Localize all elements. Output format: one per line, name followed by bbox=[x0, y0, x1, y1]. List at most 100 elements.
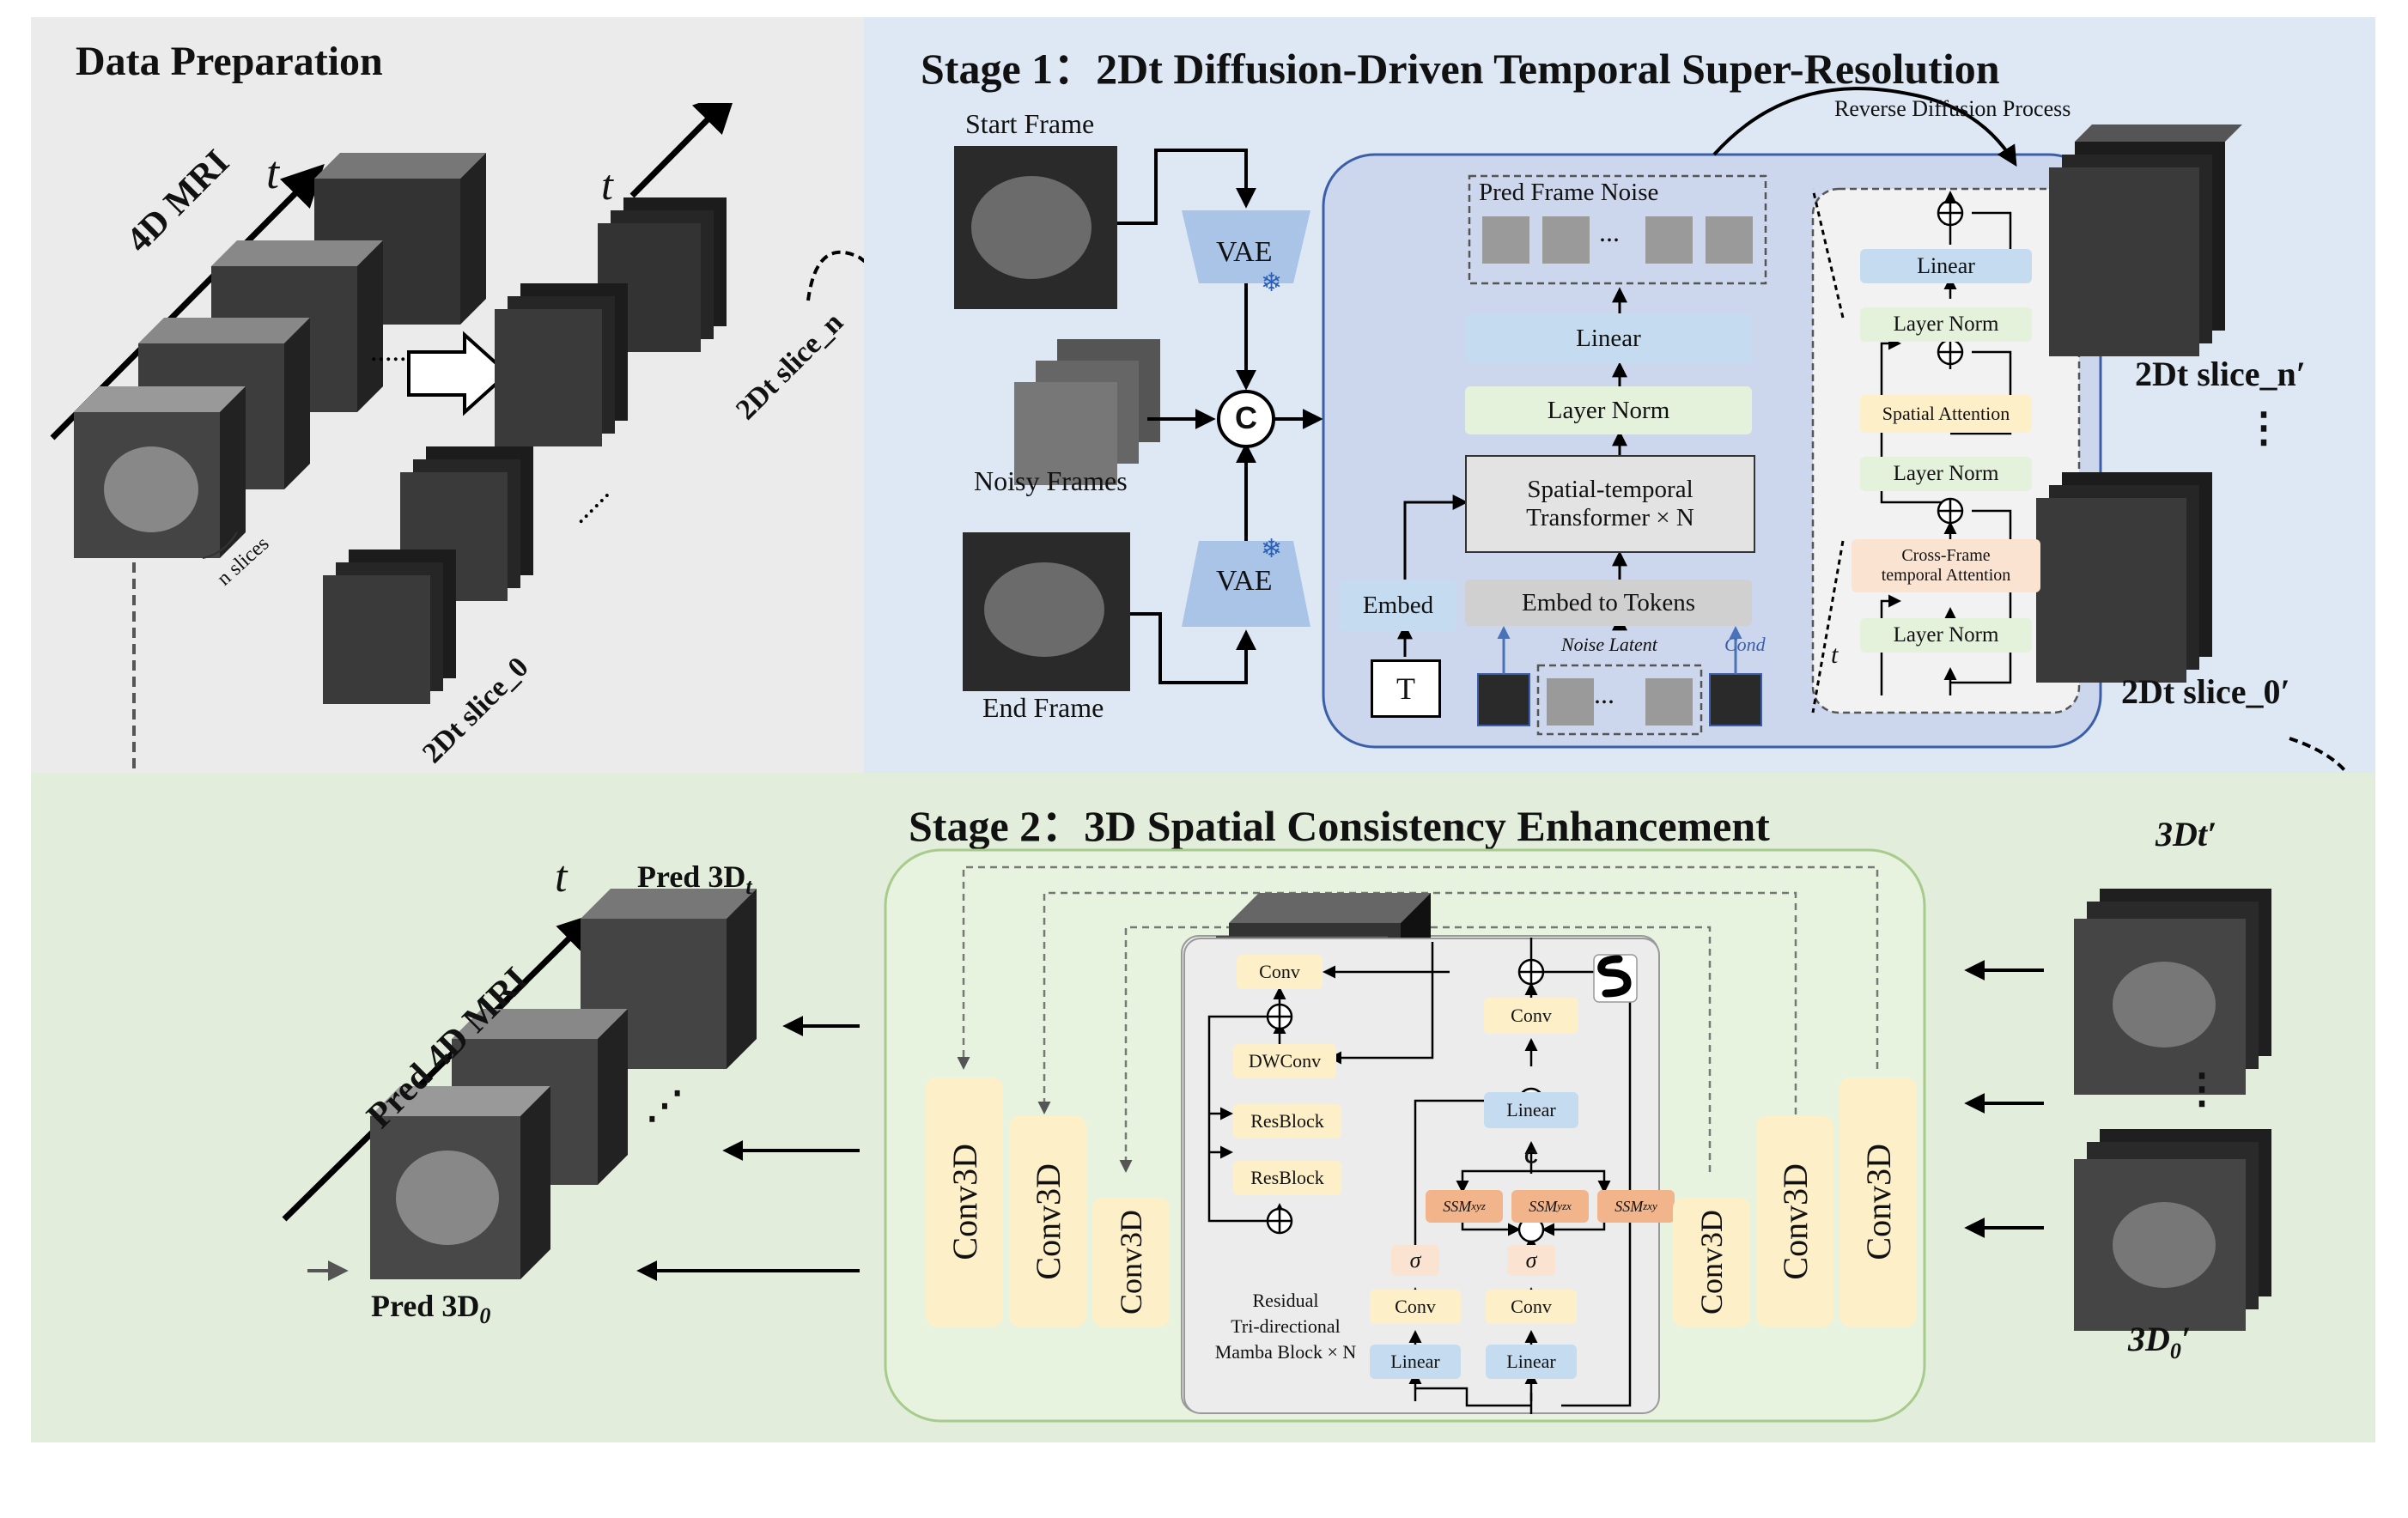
pred-cube-dots: ⋰ bbox=[646, 1084, 684, 1126]
conv3d-left-3-label: Conv3D bbox=[1114, 1209, 1148, 1315]
output-slice-stack-n bbox=[2049, 124, 2242, 356]
output-slice-n-label: 2Dt slice_n′ bbox=[2135, 355, 2307, 393]
pred-cube-0 bbox=[370, 1086, 550, 1279]
cross-attn-line1: Cross-Frame bbox=[1901, 546, 1991, 565]
stage2-input-overlay bbox=[1964, 960, 2044, 1238]
stage1-title: Stage 1：2Dt Diffusion-Driven Temporal Su… bbox=[921, 45, 2000, 93]
input-3d0-label: 3D0′ bbox=[2128, 1319, 2191, 1364]
input-3d0-sub: 0 bbox=[2169, 1339, 2181, 1363]
transform-arrow bbox=[407, 331, 510, 416]
concat-label: C bbox=[1235, 400, 1257, 435]
output-slice-0-label: 2Dt slice_0′ bbox=[2121, 672, 2290, 711]
mamba-sigma-a: σ bbox=[1391, 1245, 1439, 1276]
mamba-linear-right: Linear bbox=[1484, 1092, 1578, 1128]
input-3d0-text: 3D bbox=[2128, 1320, 2170, 1358]
transformer-line1: Spatial-temporal bbox=[1527, 476, 1694, 503]
mamba-resblock2: ResBlock bbox=[1233, 1161, 1341, 1195]
mamba-caption-line3: Mamba Block × N bbox=[1214, 1341, 1357, 1363]
mamba-conv-a: Conv bbox=[1370, 1290, 1461, 1324]
detail-ln3-box: Layer Norm bbox=[1860, 618, 2032, 653]
timestep-t-box: T bbox=[1371, 659, 1441, 718]
pred-3dt-text: Pred 3D bbox=[637, 859, 746, 894]
pred-3d0-sub: 0 bbox=[479, 1303, 491, 1329]
pred-3d0-label: Pred 3D0 bbox=[371, 1288, 490, 1329]
pred-t-label: t bbox=[555, 853, 568, 902]
dashed-feedback-line bbox=[132, 562, 136, 773]
vae-encoder-bottom bbox=[1182, 541, 1310, 627]
t-label-prep: t bbox=[266, 147, 280, 198]
detail-ln2-box: Layer Norm bbox=[1860, 457, 2032, 491]
detail-spatial-attn-box: Spatial Attention bbox=[1860, 395, 2032, 433]
t-label-slices: t bbox=[601, 161, 613, 209]
embed-box: Embed bbox=[1340, 580, 1456, 631]
mamba-concat-label: C bbox=[1524, 1146, 1538, 1168]
slice-dots: ...... bbox=[562, 477, 615, 530]
detail-ln1-box: Layer Norm bbox=[1860, 307, 2032, 342]
reverse-diffusion-label: Reverse Diffusion Process bbox=[1834, 96, 2071, 121]
conv3d-right-1: Conv3D bbox=[1839, 1078, 1917, 1327]
ssm-xyz-sub: xyz bbox=[1471, 1199, 1486, 1212]
mamba-caption: Residual Tri-directional Mamba Block × N bbox=[1195, 1288, 1376, 1365]
conv3d-right-2: Conv3D bbox=[1756, 1116, 1833, 1327]
pred-3d0-text: Pred 3D bbox=[371, 1289, 480, 1323]
detail-linear-box: Linear bbox=[1860, 249, 2032, 283]
mri-cube-3 bbox=[314, 153, 486, 325]
input-cube-3dt-visual bbox=[2074, 889, 2289, 1103]
conv3d-right-2-label: Conv3D bbox=[1775, 1163, 1815, 1280]
data-prep-graphic: ...... ...... bbox=[50, 103, 864, 773]
conv3d-right-3: Conv3D bbox=[1673, 1198, 1750, 1327]
slice-time-arrow bbox=[629, 103, 737, 198]
input-cube-3d0-visual bbox=[2074, 1129, 2289, 1335]
mamba-conv-right: Conv bbox=[1484, 998, 1578, 1034]
conv3d-left-1-label: Conv3D bbox=[945, 1144, 984, 1260]
output-slice-stack-0 bbox=[2036, 472, 2212, 683]
dashed-arrow-to-stage2 bbox=[2289, 737, 2350, 773]
conv3d-right-1-label: Conv3D bbox=[1858, 1144, 1898, 1260]
pred-noise-ellipsis: ... bbox=[1599, 216, 1620, 247]
data-prep-title: Data Preparation bbox=[76, 39, 383, 84]
cross-attn-line2: temporal Attention bbox=[1881, 566, 2011, 585]
conv3d-left-2: Conv3D bbox=[1009, 1116, 1086, 1327]
slice-stack-0 bbox=[323, 550, 456, 704]
linear-box: Linear bbox=[1465, 313, 1752, 363]
ssm-zxy-text: SSM bbox=[1614, 1197, 1644, 1215]
ssm-yzx-sub: yzx bbox=[1557, 1199, 1572, 1212]
mamba-conv-top: Conv bbox=[1237, 955, 1323, 989]
mamba-caption-line2: Tri-directional bbox=[1231, 1315, 1341, 1337]
dashed-arrow-to-stage1 bbox=[806, 250, 864, 301]
input-3dt-label: 3Dt′ bbox=[2156, 815, 2217, 853]
input-3d0-prime: ′ bbox=[2180, 1320, 2192, 1358]
pred-3dt-sub: t bbox=[745, 874, 752, 900]
mri-cube-0 bbox=[74, 386, 246, 559]
detail-cross-attn-box: Cross-Frame temporal Attention bbox=[1852, 539, 2040, 592]
conv3d-right-3-label: Conv3D bbox=[1694, 1209, 1729, 1315]
mamba-sigma-b: σ bbox=[1507, 1245, 1555, 1276]
vae-bottom-label: VAE bbox=[1216, 565, 1273, 597]
input-vdots: ⋮ bbox=[2181, 1066, 2223, 1112]
cond-label: Cond bbox=[1724, 634, 1766, 655]
ssm-zxy-sub: zxy bbox=[1643, 1199, 1657, 1212]
mamba-dwconv: DWConv bbox=[1233, 1044, 1336, 1078]
vae-encoder-top bbox=[1182, 210, 1310, 283]
mamba-caption-line1: Residual bbox=[1252, 1290, 1319, 1311]
detail-t-label: t bbox=[1831, 641, 1839, 669]
ssm-xyz-text: SSM bbox=[1443, 1197, 1472, 1215]
noisy-frames-image bbox=[1014, 339, 1160, 485]
output-vdots: ⋮ bbox=[2243, 405, 2284, 451]
conv3d-left-1: Conv3D bbox=[926, 1078, 1003, 1327]
cube-dots: ...... bbox=[370, 336, 414, 367]
transformer-box: Spatial-temporal Transformer × N bbox=[1465, 455, 1755, 553]
layer-norm-box: Layer Norm bbox=[1465, 386, 1752, 434]
conv3d-left-2-label: Conv3D bbox=[1028, 1163, 1067, 1280]
noisy-frames-label: Noisy Frames bbox=[974, 465, 1128, 496]
slice-stack-mid bbox=[495, 283, 628, 446]
noise-latent-label: Noise Latent bbox=[1561, 634, 1657, 655]
mamba-conv-b: Conv bbox=[1486, 1290, 1577, 1324]
transformer-line2: Transformer × N bbox=[1526, 504, 1694, 531]
pred-3dt-label: Pred 3Dt bbox=[637, 859, 752, 900]
pred-noise-label: Pred Frame Noise bbox=[1479, 179, 1659, 206]
pred-time-axis-arrow bbox=[282, 914, 594, 1222]
